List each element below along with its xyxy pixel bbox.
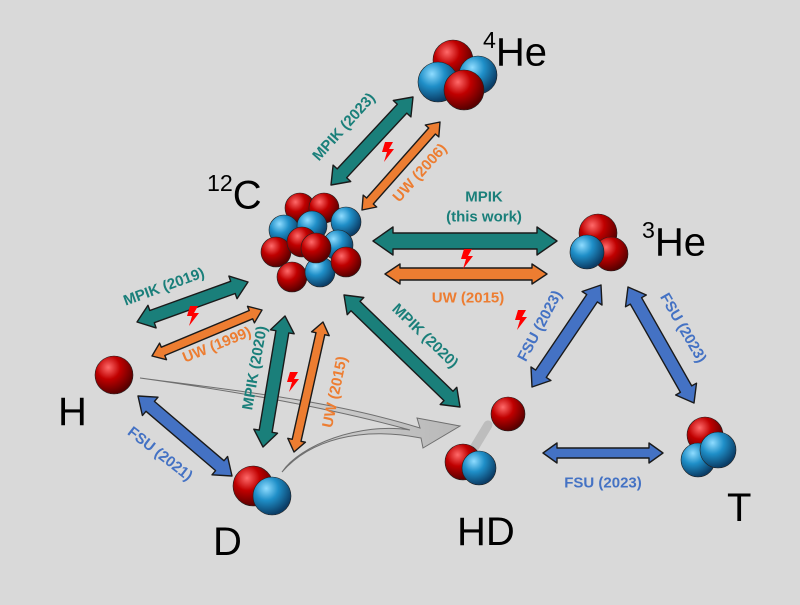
label-mpik-c-hd: MPIK (2020) — [389, 300, 462, 371]
hd-molecule-h — [490, 396, 526, 432]
label-fsu-hd-t: FSU (2023) — [564, 475, 642, 492]
t-label: T — [727, 486, 752, 530]
lightning-icon — [287, 372, 299, 392]
label-mpik-c-he3-line1: MPIK — [465, 189, 503, 206]
arrow-uw-c-h — [151, 305, 263, 361]
c12-nucleus — [260, 192, 362, 293]
arrow-fsu-he3-t — [624, 286, 698, 404]
formation-arrow — [139, 377, 462, 473]
lightning-icon — [382, 142, 394, 162]
arrow-mpik-c-he4 — [330, 96, 414, 186]
label-uw-c-d: UW (2015) — [319, 355, 351, 429]
c12-label: 12C — [207, 170, 262, 218]
proton — [443, 69, 485, 111]
neutron — [699, 431, 737, 469]
arrow-mpik-c-he3 — [372, 226, 558, 256]
arrow-uw-c-he4 — [361, 121, 441, 211]
arrow-mpik-c-h — [136, 275, 249, 329]
t-nucleus — [680, 416, 737, 478]
he3-label: 3He — [642, 217, 707, 265]
arrow-fsu-hd-t — [542, 442, 664, 464]
proton — [300, 232, 332, 264]
proton — [330, 246, 362, 278]
h-nucleus — [94, 355, 134, 395]
arrow-fsu-h-d — [137, 395, 233, 477]
d-nucleus — [232, 465, 292, 516]
neutron — [461, 450, 497, 486]
label-mpik-c-he3-line2: (this work) — [446, 209, 522, 226]
label-uw-c-he3: UW (2015) — [432, 290, 505, 307]
he4-label: 4He — [483, 27, 548, 75]
arrow-fsu-hd-he3 — [530, 284, 603, 388]
hd-label: HD — [457, 510, 515, 554]
proton — [490, 396, 526, 432]
lightning-icon — [515, 310, 527, 330]
proton — [276, 261, 308, 293]
h-label: H — [58, 390, 87, 434]
he4-nucleus — [417, 39, 498, 111]
hd-molecule-d — [444, 443, 497, 486]
he3-nucleus — [569, 213, 629, 272]
arrow-uw-c-d — [287, 321, 330, 453]
neutron — [252, 476, 292, 516]
arrow-uw-c-he3 — [384, 263, 548, 285]
proton — [260, 236, 292, 268]
d-label: D — [213, 520, 242, 564]
lightning-icon — [461, 249, 473, 269]
proton — [94, 355, 134, 395]
arrow-mpik-c-hd — [343, 294, 461, 408]
arrow-mpik-c-d — [253, 315, 295, 448]
neutron — [569, 234, 605, 270]
